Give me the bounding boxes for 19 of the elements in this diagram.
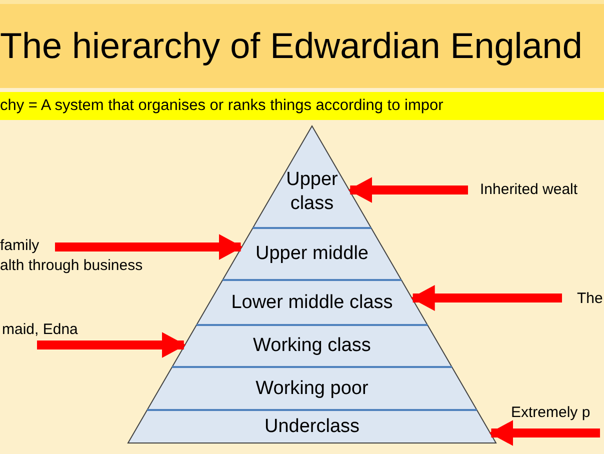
layer-label: Upper class bbox=[285, 168, 339, 216]
layer-label: Underclass bbox=[264, 414, 360, 438]
annotation-text: Extremely p bbox=[511, 403, 592, 423]
layer-label: Working class bbox=[253, 334, 371, 358]
arrow bbox=[55, 234, 243, 260]
layer-label: Lower middle class bbox=[231, 290, 393, 314]
annotation-text: maid, Edna bbox=[2, 320, 79, 340]
layer-label: Upper middle bbox=[255, 242, 368, 266]
title: The hierarchy of Edwardian England bbox=[0, 28, 582, 64]
arrow bbox=[37, 332, 186, 358]
definition-text: chy = A system that organises or ranks things according to impor bbox=[0, 96, 444, 116]
annotation-text: The bbox=[577, 289, 604, 309]
annotation-text: Inherited wealt bbox=[480, 180, 579, 200]
arrow bbox=[410, 285, 562, 311]
annotation-text: alth through business bbox=[0, 256, 144, 276]
arrow bbox=[489, 420, 600, 446]
annotation-text: family bbox=[0, 236, 40, 256]
arrow bbox=[348, 177, 468, 203]
layer-label: Working poor bbox=[256, 376, 368, 400]
